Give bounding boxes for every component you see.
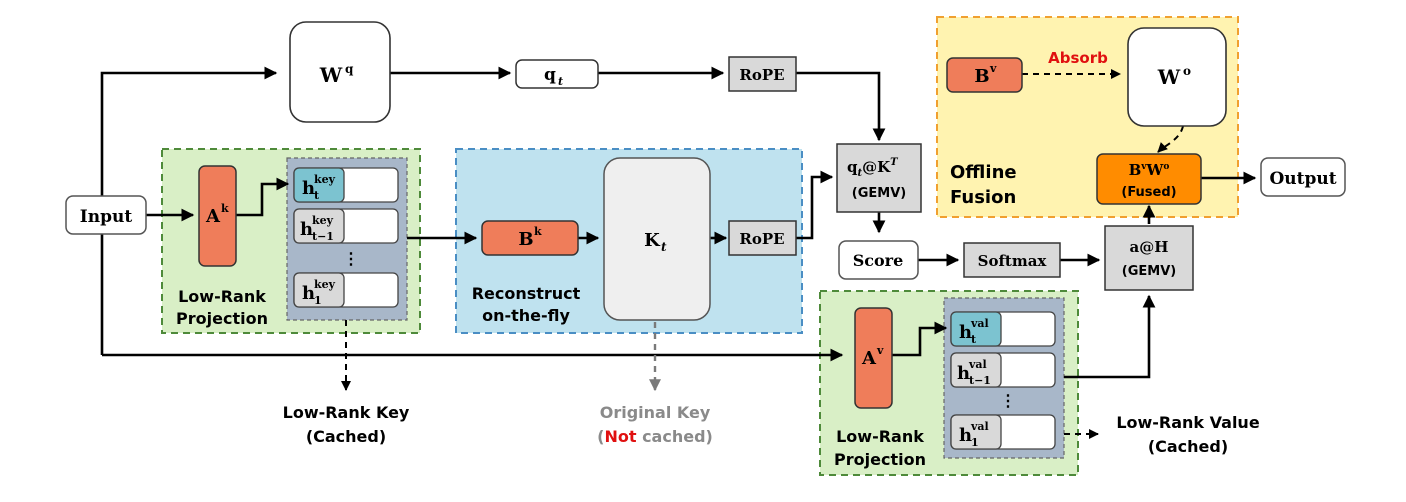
low-rank-value-label: Low-Rank Value xyxy=(1116,413,1260,432)
wq-box xyxy=(289,21,391,123)
bv-box xyxy=(946,57,1023,93)
ak-to-keycache-wire xyxy=(236,177,290,217)
ah-gemv-line1: a@H xyxy=(1130,238,1169,256)
svg-text:val: val xyxy=(970,317,989,330)
key-h-1: h xyxy=(302,283,315,304)
bk-box xyxy=(481,220,579,256)
svg-text:t: t xyxy=(661,240,667,254)
reconstruct-label-1: Reconstruct xyxy=(472,284,581,303)
rope-q-label: RoPE xyxy=(739,66,784,84)
svg-text:key: key xyxy=(312,214,334,227)
input-trunk xyxy=(100,66,278,355)
wq-label: W xyxy=(319,63,343,87)
key-h-t-1: h xyxy=(300,219,313,240)
fused-line1: BvWo xyxy=(1129,161,1170,179)
value-cache-label-t-1 xyxy=(950,352,1002,388)
val-h-t: h xyxy=(959,322,972,343)
ak-label: A xyxy=(205,206,221,227)
value-cache-label-1 xyxy=(950,414,1002,450)
original-key-not-cached: (Not cached) xyxy=(597,427,713,446)
value-cache-ellipsis: ⋮ xyxy=(1000,391,1016,410)
low-rank-key-cached: (Cached) xyxy=(306,427,386,446)
score-box xyxy=(838,240,919,280)
valuecache-to-ah-wire xyxy=(1064,294,1156,379)
absorb-label: Absorb xyxy=(1048,49,1108,67)
av-to-valuecache-wire xyxy=(892,321,948,357)
svg-text:t: t xyxy=(558,75,563,88)
output-label: Output xyxy=(1269,169,1336,189)
fused-box xyxy=(1096,153,1202,205)
key-h-t: h xyxy=(302,178,315,199)
svg-text:q: q xyxy=(345,62,354,76)
key-projection-label-1: Low-Rank xyxy=(178,287,266,306)
ah-gemv-line2: (GEMV) xyxy=(1122,264,1176,279)
kt-box xyxy=(603,157,711,321)
kt-label: K xyxy=(644,230,661,251)
val-h-1: h xyxy=(959,425,972,446)
wo-label: W xyxy=(1157,65,1181,89)
svg-text:1: 1 xyxy=(314,294,322,307)
val-h-t-1: h xyxy=(957,363,970,384)
bv-label: B xyxy=(974,66,989,87)
svg-text:t−1: t−1 xyxy=(969,374,991,387)
qt-box xyxy=(515,59,599,89)
ak-box xyxy=(198,165,237,267)
rope-k-to-qk-wire xyxy=(796,170,834,240)
svg-text:t−1: t−1 xyxy=(312,230,334,243)
original-key-label: Original Key xyxy=(600,403,711,422)
av-label: A xyxy=(861,348,877,369)
offline-fusion-label-2: Fusion xyxy=(950,187,1016,208)
svg-text:val: val xyxy=(968,358,987,371)
svg-text:key: key xyxy=(314,173,336,186)
bk-label: B xyxy=(518,229,533,250)
rope-to-qk-wire xyxy=(796,71,886,142)
svg-text:k: k xyxy=(221,202,229,215)
qk-gemv-box xyxy=(836,143,922,213)
input-label: Input xyxy=(80,207,133,227)
qk-gemv-line1: qt@KT xyxy=(847,157,899,179)
svg-text:key: key xyxy=(314,278,336,291)
svg-text:o: o xyxy=(1183,64,1191,78)
svg-text:val: val xyxy=(970,420,989,433)
value-projection-label-2: Projection xyxy=(834,450,926,469)
svg-text:k: k xyxy=(534,225,542,238)
wo-box xyxy=(1127,27,1227,127)
key-cache-label-1 xyxy=(293,272,345,308)
svg-text:v: v xyxy=(989,62,997,75)
score-label: Score xyxy=(853,251,904,270)
value-projection-label-1: Low-Rank xyxy=(836,427,924,446)
key-projection-label-2: Projection xyxy=(176,309,268,328)
svg-text:t: t xyxy=(314,189,320,202)
av-box xyxy=(854,307,893,409)
input-box xyxy=(65,195,147,235)
low-rank-key-label: Low-Rank Key xyxy=(283,403,410,422)
key-cache-ellipsis: ⋮ xyxy=(343,249,359,268)
svg-text:1: 1 xyxy=(971,436,979,449)
rope-k-box xyxy=(728,220,797,256)
offline-fusion-label-1: Offline xyxy=(950,162,1017,183)
svg-text:v: v xyxy=(876,344,884,357)
qt-label: q xyxy=(544,65,556,85)
low-rank-value-cached: (Cached) xyxy=(1148,437,1228,456)
output-box xyxy=(1260,157,1346,197)
softmax-box xyxy=(963,242,1061,278)
svg-text:t: t xyxy=(971,333,977,346)
fused-line2: (Fused) xyxy=(1121,185,1176,200)
softmax-label: Softmax xyxy=(978,252,1048,270)
wo-to-fused-wire xyxy=(1157,125,1184,153)
key-cache-label-t xyxy=(293,167,345,203)
value-cache-label-t xyxy=(950,311,1002,347)
reconstruct-label-2: on-the-fly xyxy=(482,306,570,325)
rope-k-label: RoPE xyxy=(739,230,784,248)
key-cache-label-t-1 xyxy=(293,208,345,244)
ah-gemv-box xyxy=(1104,225,1194,291)
rope-q-box xyxy=(728,56,797,92)
qk-gemv-line2: (GEMV) xyxy=(852,186,906,201)
